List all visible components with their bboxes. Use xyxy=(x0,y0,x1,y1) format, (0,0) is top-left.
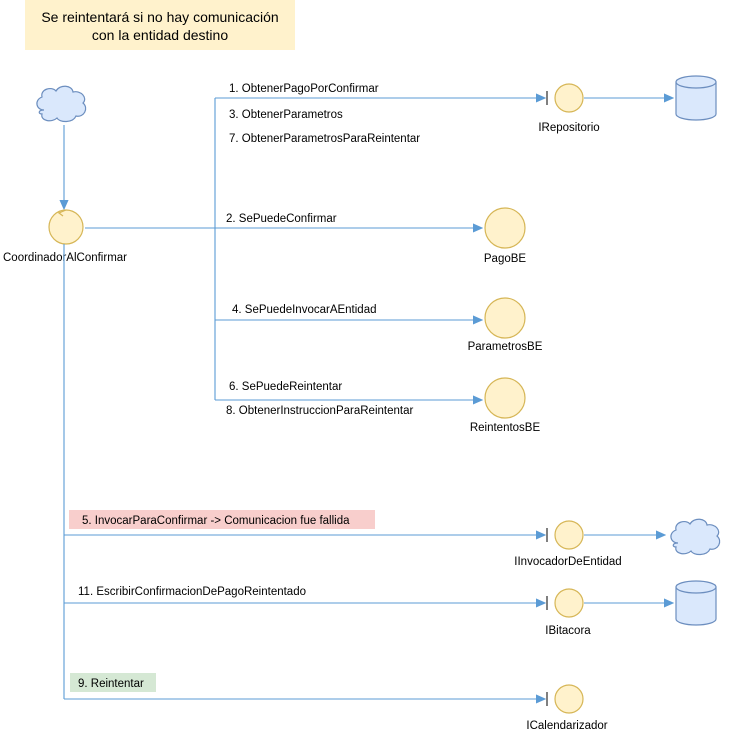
msg-9: 9. Reintentar xyxy=(78,678,144,690)
note-line-2: con la entidad destino xyxy=(92,27,228,43)
msg-1: 1. ObtenerPagoPorConfirmar xyxy=(229,83,379,95)
pagobe-entity[interactable] xyxy=(484,207,526,249)
coordinator-label: CoordinadorAlConfirmar xyxy=(3,252,127,264)
msg-3: 3. ObtenerParametros xyxy=(229,109,343,121)
msg-5: 5. InvocarParaConfirmar -> Comunicacion … xyxy=(82,515,350,527)
iinvocador-boundary[interactable] xyxy=(546,520,584,550)
note-box xyxy=(25,0,295,50)
reintentosbe-label: ReintentosBE xyxy=(470,422,541,434)
iinvocador-label: IInvocadorDeEntidad xyxy=(514,556,621,568)
irepositorio-label: IRepositorio xyxy=(538,122,599,134)
note-line-1: Se reintentará si no hay comunicación xyxy=(41,9,278,25)
cloud-icon-top xyxy=(36,85,87,123)
ibitacora-label: IBitacora xyxy=(545,625,591,637)
coordinator-control[interactable] xyxy=(48,209,84,245)
msg-5-highlight xyxy=(69,510,375,529)
msg-9-highlight xyxy=(70,673,156,692)
database-icon-repositorio xyxy=(675,75,717,121)
msg-4: 4. SePuedeInvocarAEntidad xyxy=(232,304,377,316)
parametrosbe-entity[interactable] xyxy=(484,297,526,339)
irepositorio-boundary[interactable] xyxy=(546,83,584,113)
control-arrow-icon xyxy=(57,209,67,217)
cloud-icon-entity xyxy=(670,518,721,556)
pagobe-label: PagoBE xyxy=(484,253,527,265)
ibitacora-boundary[interactable] xyxy=(546,588,584,618)
note: Se reintentará si no hay comunicación co… xyxy=(25,0,295,50)
icalendarizador-boundary[interactable] xyxy=(546,684,584,714)
icalendarizador-label: ICalendarizador xyxy=(526,720,607,732)
msg-6: 6. SePuedeReintentar xyxy=(229,381,342,393)
msg-7: 7. ObtenerParametrosParaReintentar xyxy=(229,133,420,145)
msg-2: 2. SePuedeConfirmar xyxy=(226,213,337,225)
msg-8: 8. ObtenerInstruccionParaReintentar xyxy=(226,405,413,417)
parametrosbe-label: ParametrosBE xyxy=(468,341,543,353)
reintentosbe-entity[interactable] xyxy=(484,377,526,419)
msg-11: 11. EscribirConfirmacionDePagoReintentad… xyxy=(78,586,306,598)
database-icon-bitacora xyxy=(675,580,717,626)
